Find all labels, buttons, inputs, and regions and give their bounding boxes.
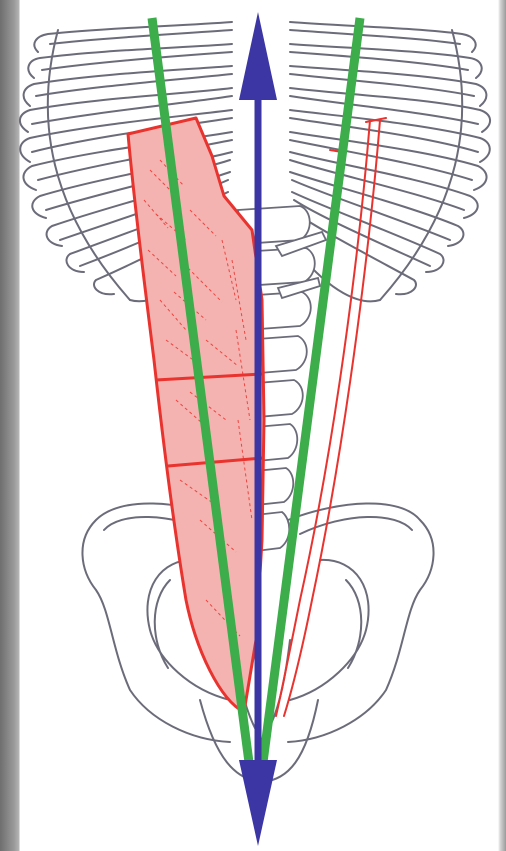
- arrow-head-down-icon: [239, 760, 277, 846]
- ribcage-right: [290, 22, 490, 301]
- arrow-head-up-icon: [239, 12, 277, 100]
